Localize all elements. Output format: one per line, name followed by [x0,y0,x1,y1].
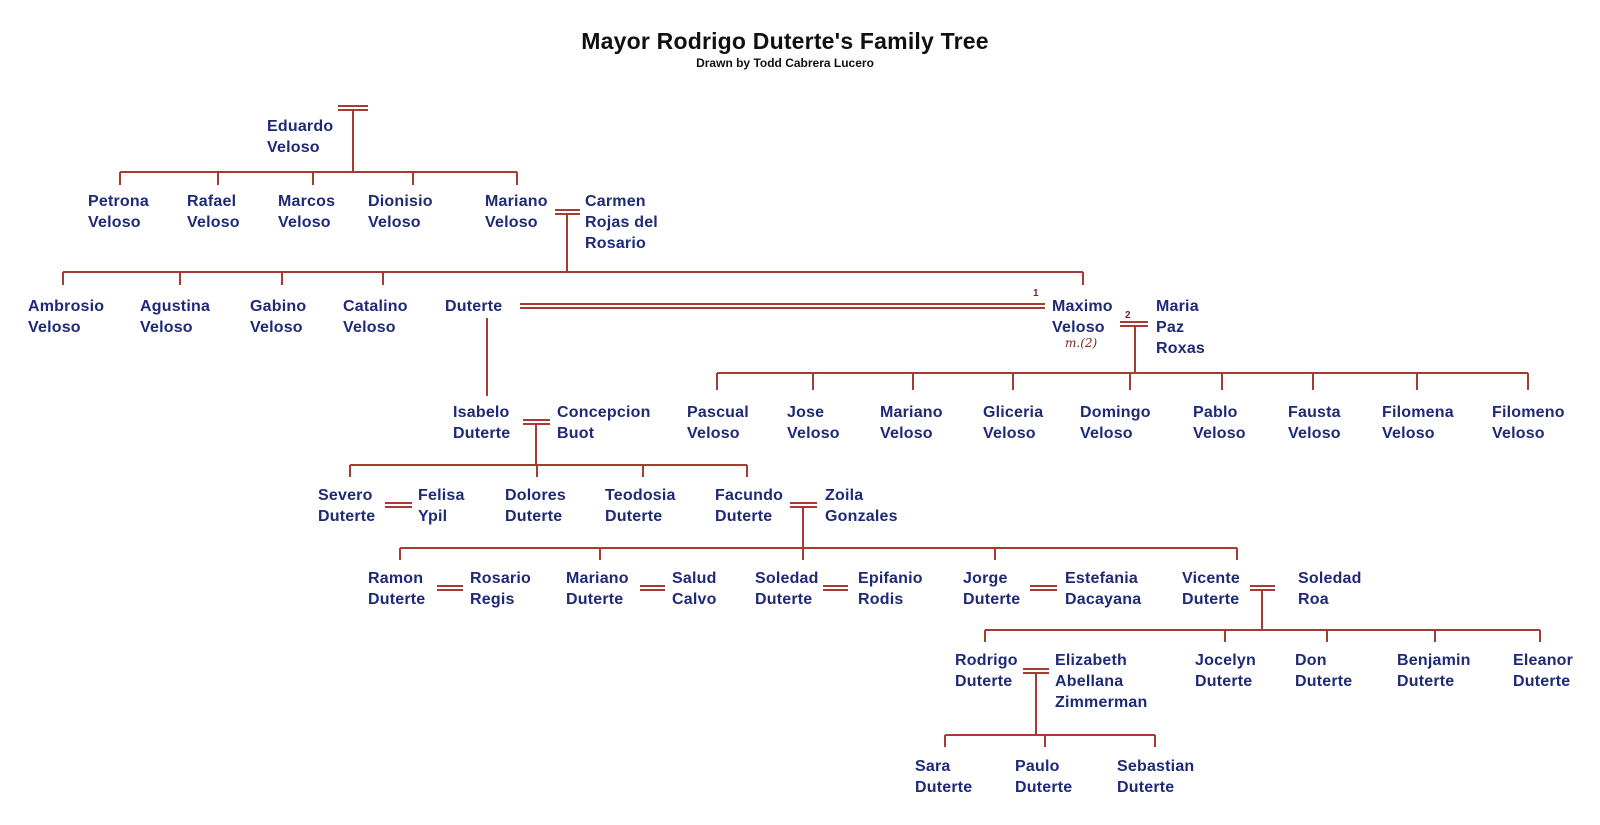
marriage-bar-jorge-estefania [1030,585,1057,591]
person-jorge-duterte: Jorge Duterte [963,570,1021,608]
person-sebastian-duterte: Sebastian Duterte [1117,758,1195,796]
person-maria-paz-roxas: Maria Paz Roxas [1156,298,1206,357]
marriage-bar-rodrigo-elizabeth [1023,668,1049,674]
person-agustina-veloso: Agustina Veloso [140,298,211,336]
person-gliceria-veloso: Gliceria Veloso [983,404,1044,442]
person-rafael-veloso: Rafael Veloso [187,193,240,231]
second-marriage-superscript: 2 [1125,310,1131,321]
person-dolores-duterte: Dolores Duterte [505,487,566,525]
person-duterte-first-spouse: Duterte [445,298,503,315]
person-ambrosio-veloso: Ambrosio Veloso [28,298,105,336]
person-carmen-rojas-del-rosario: Carmen Rojas del Rosario [585,193,658,252]
person-soledad-roa: Soledad Roa [1298,570,1362,608]
marriage-bar-ramon-rosario [437,585,463,591]
marriage-bar-duterte-maximo-long [520,303,1045,309]
sibling-line-mariano-carmen-children [62,271,1084,285]
page-title: Mayor Rodrigo Duterte's Family Tree [581,28,989,54]
person-epifanio-rodis: Epifanio Rodis [858,570,923,608]
person-dionisio-veloso: Dionisio Veloso [368,193,433,231]
person-catalino-veloso: Catalino Veloso [343,298,408,336]
person-mariano-veloso-sr: Mariano Veloso [485,193,548,231]
person-rodrigo-duterte: Rodrigo Duterte [955,652,1018,690]
person-mariano-duterte: Mariano Duterte [566,570,629,608]
sibling-line-rodrigo-elizabeth-children [944,734,1156,747]
person-jocelyn-duterte: Jocelyn Duterte [1195,652,1256,690]
person-concepcion-buot: Concepcion Buot [557,404,651,442]
person-filomena-veloso: Filomena Veloso [1382,404,1454,442]
second-marriage-note: m.(2) [1065,336,1098,350]
marriage-bar-severo-felisa [385,502,412,508]
person-felisa-ypil: Felisa Ypil [418,487,465,525]
person-sara-duterte: Sara Duterte [915,758,973,796]
marriage-bar-maximo-maria [1120,321,1148,327]
person-gabino-veloso: Gabino Veloso [250,298,307,336]
person-elizabeth-abellana-zimmerman: Elizabeth Abellana Zimmerman [1055,652,1148,711]
person-vicente-duterte: Vicente Duterte [1182,570,1241,608]
person-zoila-gonzales: Zoila Gonzales [825,487,898,525]
person-fausta-veloso: Fausta Veloso [1288,404,1341,442]
sibling-line-maximo-maria-children [716,372,1529,390]
person-severo-duterte: Severo Duterte [318,487,376,525]
person-eleanor-duterte: Eleanor Duterte [1513,652,1574,690]
person-mariano-veloso-jr: Mariano Veloso [880,404,943,442]
person-jose-veloso: Jose Veloso [787,404,840,442]
marriage-bar-vicente-soledad-roa [1250,585,1275,591]
person-petrona-veloso: Petrona Veloso [88,193,149,231]
sibling-line-vicente-soledad-children [984,629,1541,642]
person-filomeno-veloso: Filomeno Veloso [1492,404,1565,442]
person-pascual-veloso: Pascual Veloso [687,404,749,442]
person-eduardo-veloso: Eduardo Veloso [267,118,334,156]
person-maximo-veloso: Maximo Veloso [1052,298,1113,336]
marriage-bar-mariano-carmen [555,209,580,215]
marriage-bar-soledad-epifanio [823,585,848,591]
first-marriage-superscript: 1 [1033,288,1039,299]
marriage-bar-isabelo-concepcion [523,419,550,425]
person-domingo-veloso: Domingo Veloso [1080,404,1151,442]
page-subtitle: Drawn by Todd Cabrera Lucero [696,56,874,70]
person-isabelo-duterte: Isabelo Duterte [453,404,511,442]
person-soledad-duterte: Soledad Duterte [755,570,819,608]
person-paulo-duterte: Paulo Duterte [1015,758,1073,796]
person-estefania-dacayana: Estefania Dacayana [1065,570,1142,608]
person-pablo-veloso: Pablo Veloso [1193,404,1246,442]
sibling-line-isabelo-concepcion-children [349,464,748,477]
person-marcos-veloso: Marcos Veloso [278,193,336,231]
person-salud-calvo: Salud Calvo [672,570,717,608]
person-ramon-duterte: Ramon Duterte [368,570,426,608]
person-teodosia-duterte: Teodosia Duterte [605,487,676,525]
person-rosario-regis: Rosario Regis [470,570,531,608]
sibling-line-facundo-zoila-children [399,547,1238,560]
marriage-bar-mariano-salud [640,585,665,591]
person-don-duterte: Don Duterte [1295,652,1353,690]
marriage-bar-eduardo [338,105,368,111]
person-facundo-duterte: Facundo Duterte [715,487,784,525]
marriage-bar-facundo-zoila [790,502,817,508]
person-benjamin-duterte: Benjamin Duterte [1397,652,1471,690]
sibling-line-eduardo-children [119,171,518,185]
